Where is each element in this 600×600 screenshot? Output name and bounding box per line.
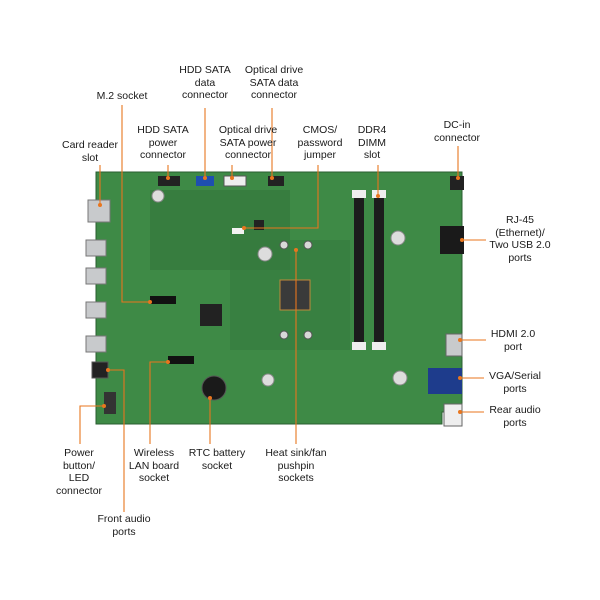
hdd-sata-data-shape	[196, 176, 214, 186]
label-hdmi: HDMI 2.0 port	[490, 328, 536, 353]
leader-lines	[79, 105, 486, 512]
leader-cmos	[244, 165, 319, 229]
label-optical-sata-power: Optical drive SATA power connector	[218, 124, 278, 161]
label-power-button: Power button/ LED connector	[55, 447, 103, 497]
label-vga-serial: VGA/Serial ports	[489, 370, 541, 395]
rtc-battery-shape	[201, 375, 227, 401]
screw-hole-shape	[151, 189, 165, 203]
pushpin-socket-shape	[279, 330, 289, 340]
screw-hole-shape	[261, 373, 275, 387]
usb-port-shape	[85, 239, 107, 257]
usb-port-shape	[85, 267, 107, 285]
dimm-clip-shape	[372, 190, 386, 198]
label-cmos-jumper: CMOS/ password jumper	[297, 124, 343, 161]
label-rtc-battery: RTC battery socket	[188, 447, 246, 472]
label-hdd-sata-data: HDD SATA data connector	[179, 64, 231, 101]
dimm-clip-shape	[352, 190, 366, 198]
leader-wireless	[149, 361, 168, 444]
leader-front-audio	[108, 369, 125, 512]
chip-shape	[200, 304, 222, 326]
optical-sata-data-shape	[268, 176, 284, 186]
hdd-sata-power-shape	[158, 176, 180, 186]
label-rear-audio: Rear audio ports	[489, 404, 541, 429]
pushpin-socket-shape	[303, 330, 313, 340]
cpu-chip-shape	[279, 279, 311, 311]
screw-hole-shape	[390, 230, 406, 246]
label-hdd-sata-power: HDD SATA power connector	[137, 124, 189, 161]
screw-hole-shape	[392, 370, 408, 386]
label-dc-in: DC-in connector	[433, 119, 481, 144]
label-card-reader: Card reader slot	[61, 139, 119, 164]
screw-hole-shape	[257, 246, 273, 262]
dimm-slot-shape	[354, 194, 364, 346]
dc-in-shape	[450, 176, 464, 190]
leader-m2	[121, 105, 150, 303]
optical-sata-power-shape	[223, 175, 247, 187]
vga-serial-shape	[428, 368, 462, 394]
power-header-shape	[104, 392, 116, 414]
usb-port-shape	[85, 301, 107, 319]
pushpin-socket-shape	[279, 240, 289, 250]
pushpin-socket-shape	[303, 240, 313, 250]
label-rj45-usb: RJ-45 (Ethernet)/ Two USB 2.0 ports	[489, 214, 551, 264]
usb-port-shape	[85, 335, 107, 353]
card-reader-slot-shape	[87, 199, 111, 223]
cmos-jumper-shape	[232, 228, 244, 234]
audio-jack-shape	[91, 361, 109, 379]
label-m2-socket: M.2 socket	[96, 90, 148, 102]
label-front-audio: Front audio ports	[97, 513, 151, 538]
label-optical-sata-data: Optical drive SATA data connector	[244, 64, 304, 101]
wlan-socket-shape	[168, 356, 194, 364]
label-ddr4-dimm: DDR4 DIMM slot	[357, 124, 387, 161]
leader-power-button	[79, 405, 104, 444]
dimm-slot-shape	[374, 194, 384, 346]
m2-socket-shape	[150, 296, 176, 304]
chip-shape	[254, 220, 264, 230]
dimm-clip-shape	[352, 342, 366, 350]
label-heat-sink: Heat sink/fan pushpin sockets	[265, 447, 327, 484]
hdmi-shape	[445, 333, 463, 357]
leader-end-dots	[98, 176, 464, 414]
label-wireless-lan: Wireless LAN board socket	[128, 447, 180, 484]
rear-audio-shape	[443, 403, 463, 427]
dimm-clip-shape	[372, 342, 386, 350]
